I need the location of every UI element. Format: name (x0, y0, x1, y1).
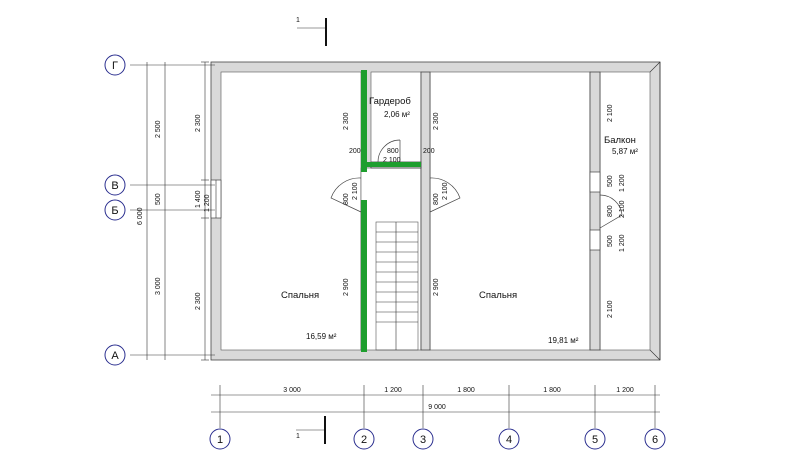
dim-balc-2100-mid: 2 100 (619, 200, 626, 218)
axis-A: А (111, 350, 119, 362)
room-labels: Гардероб 2,06 м² Балкон 5,87 м² Спальня … (281, 96, 638, 345)
section-mark-label-top: 1 (296, 17, 300, 24)
dim-balc-800: 800 (607, 205, 614, 217)
windows (210, 171, 601, 251)
balcony-name: Балкон (604, 135, 636, 146)
dim-right-wall-2300: 2 300 (433, 112, 440, 130)
bedroom-right-area: 19,81 м² (548, 336, 579, 345)
drywall-partitions (361, 70, 421, 352)
bottom-dimensions: 3 000 1 200 1 800 1 800 1 200 9 000 (211, 385, 660, 428)
axis-bubbles-vertical: Г В Б А (104, 54, 126, 366)
balcony-area: 5,87 м² (612, 147, 638, 156)
section-mark-label-bottom: 1 (296, 433, 300, 440)
dim-left-outer-2: 3 000 (155, 277, 162, 295)
dim-balc-1200-b: 1 200 (619, 234, 626, 252)
left-dimensions: 2 300 1 400 1 200 2 300 2 500 500 3 000 … (130, 61, 215, 361)
partition-3 (420, 71, 431, 351)
bedroom-left-name: Спальня (281, 290, 319, 301)
balcony-floor (599, 71, 651, 351)
building-walls (210, 61, 661, 361)
bedroom-right-floor (429, 71, 591, 351)
partition-5 (589, 71, 601, 351)
hall-floor (360, 167, 422, 351)
bedroom-left-area: 16,59 м² (306, 332, 337, 341)
dim-wall-200-left: 200 (349, 148, 361, 155)
axis-3: 3 (420, 434, 426, 446)
dim-wardrobe-width: 2 100 (383, 157, 401, 164)
dim-mid-door-800-right: 800 (433, 193, 440, 205)
dim-right-wall-2900: 2 900 (433, 278, 440, 296)
dim-bottom-1: 1 200 (384, 387, 402, 394)
axis-2: 2 (361, 434, 367, 446)
dim-left-inner-2: 1 200 (204, 194, 211, 212)
dim-left-inner-0: 2 300 (195, 114, 202, 132)
axis-1: 1 (217, 434, 223, 446)
bedroom-right-name: Спальня (479, 290, 517, 301)
dim-bottom-4: 1 200 (616, 387, 634, 394)
dim-left-outer-0: 2 500 (155, 120, 162, 138)
dim-bottom-total: 9 000 (428, 404, 446, 411)
dim-balc-2100-bottom: 2 100 (607, 300, 614, 318)
dim-balc-2100-top: 2 100 (607, 104, 614, 122)
axis-B: Б (111, 205, 118, 217)
axis-5: 5 (592, 434, 598, 446)
dim-wall-200-right: 200 (423, 148, 435, 155)
dim-left-inner-3: 2 300 (195, 292, 202, 310)
dim-mid-wall-2900: 2 900 (343, 278, 350, 296)
dim-bottom-3: 1 800 (543, 387, 561, 394)
dim-bottom-0: 3 000 (283, 387, 301, 394)
bedroom-left-floor (220, 71, 362, 351)
interior-dimensions: 2 300 800 2 100 200 200 2 900 800 2 100 … (343, 104, 626, 318)
dim-mid-door-800-left: 800 (343, 193, 350, 205)
dim-left-outer-1: 500 (155, 193, 162, 205)
wardrobe-name: Гардероб (369, 96, 411, 107)
dim-wardrobe-door: 800 (387, 148, 399, 155)
dim-left-total: 6 000 (137, 207, 144, 225)
axis-6: 6 (652, 434, 658, 446)
dim-left-inner-1: 1 400 (195, 190, 202, 208)
dim-wardrobe-height: 2 300 (343, 112, 350, 130)
dim-mid-door-2100-right: 2 100 (442, 182, 449, 200)
dim-balc-1200-a: 1 200 (619, 174, 626, 192)
wardrobe-area: 2,06 м² (384, 110, 410, 119)
staircase (375, 221, 419, 351)
dim-mid-door-2100-left: 2 100 (352, 182, 359, 200)
dim-balc-500-b: 500 (607, 235, 614, 247)
axis-V: В (111, 180, 118, 192)
section-mark-top: 1 (296, 17, 327, 46)
section-mark-bottom: 1 (296, 416, 326, 444)
axis-4: 4 (506, 434, 512, 446)
dim-balc-500-a: 500 (607, 175, 614, 187)
axis-bubbles-horizontal: 1 2 3 4 5 6 (209, 428, 666, 450)
axis-G: Г (112, 60, 118, 72)
doors (330, 139, 623, 229)
dim-bottom-2: 1 800 (457, 387, 475, 394)
